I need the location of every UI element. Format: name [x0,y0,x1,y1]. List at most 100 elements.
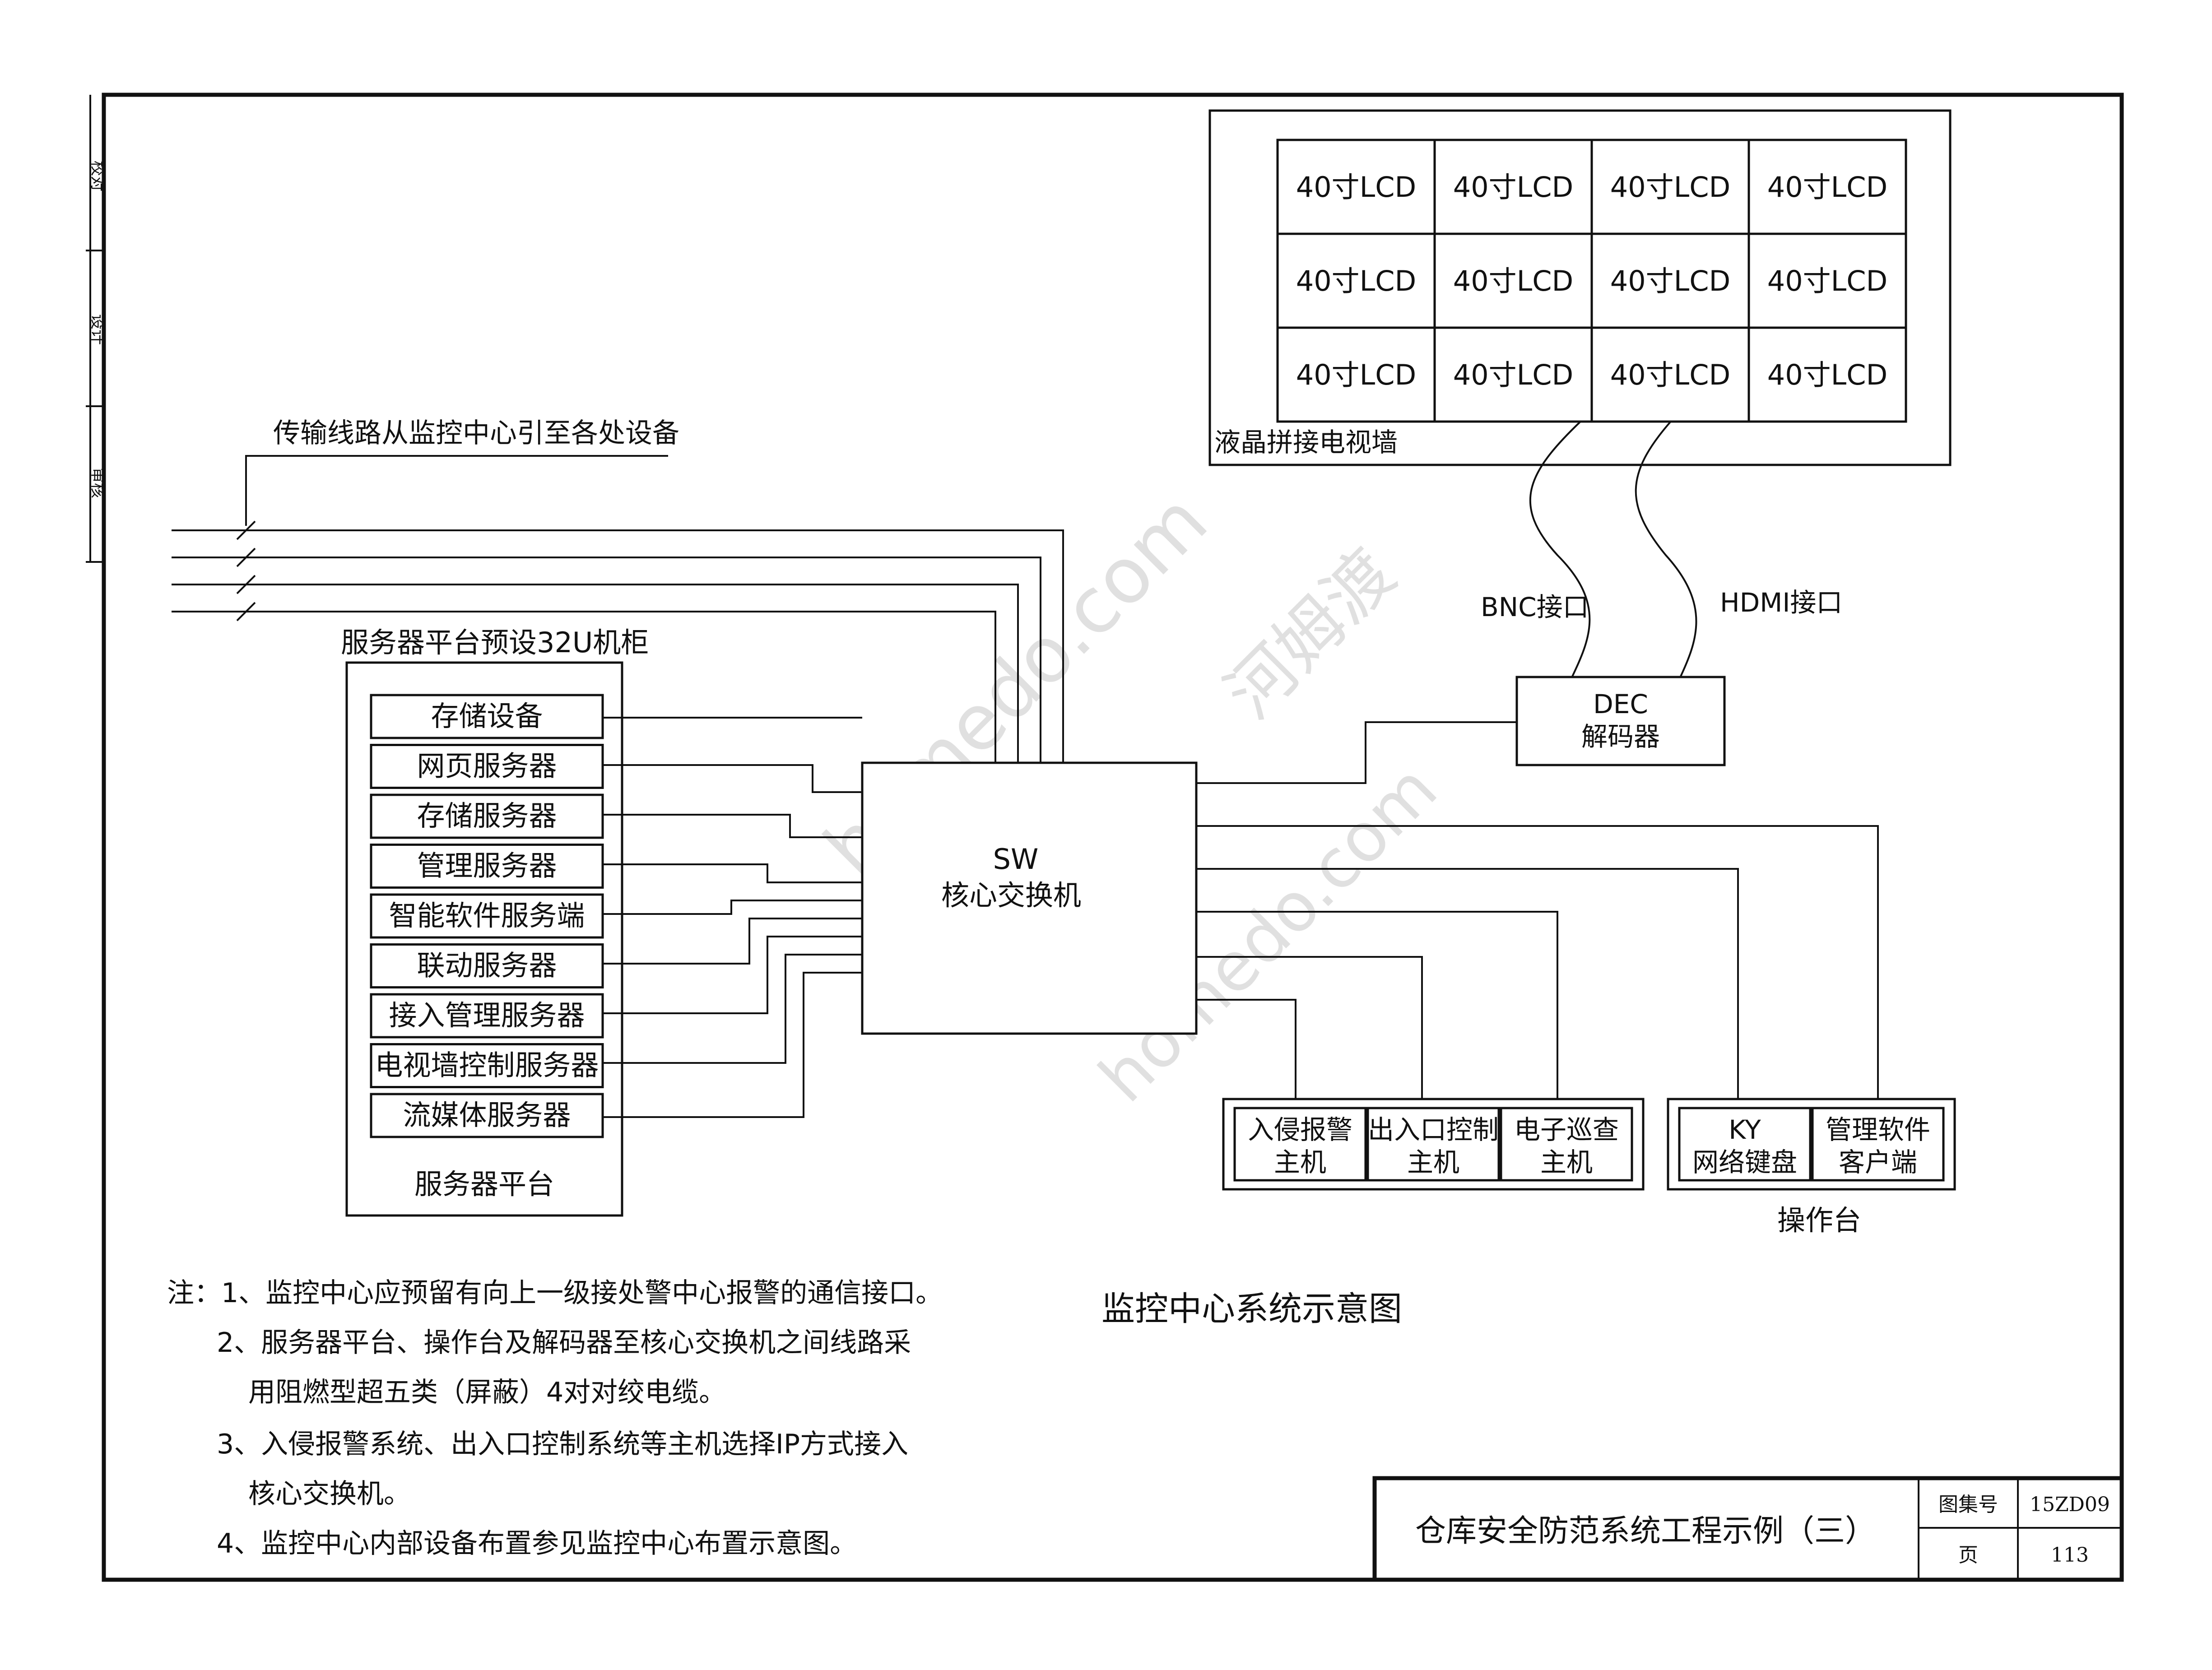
server-item [370,694,604,739]
lcd-screen-label: 40寸LCD [1610,171,1730,204]
lcd-screen [1747,232,1907,329]
margin-mark-1: 校对 [88,161,107,191]
server-item [370,943,604,988]
host-unit-type: 主机 [1407,1147,1459,1178]
decoder-code: DEC [1593,689,1648,719]
console-unit-name: KY [1729,1114,1761,1145]
lcd-screen-label: 40寸LCD [1453,358,1573,391]
server-item-label: 网页服务器 [417,750,557,783]
note-line-1: 注：1、监控中心应预留有向上一级接处警中心报警的通信接口。 [167,1277,943,1309]
title-block: 仓库安全防范系统工程示例（三） 图集号 15ZD09 页 113 [1372,1476,2124,1582]
console-unit-name: 管理软件 [1826,1114,1930,1145]
host-unit-name: 出入口控制 [1368,1114,1499,1145]
server-item-label: 存储设备 [431,700,543,733]
lcd-screen [1276,139,1436,235]
server-item-label: 接入管理服务器 [389,999,585,1032]
decoder-box [1515,676,1726,766]
title-block-title: 仓库安全防范系统工程示例（三） [1415,1513,1876,1549]
server-item [370,893,604,939]
decoder-name: 解码器 [1581,721,1660,752]
cabinet-items: 存储设备网页服务器存储服务器管理服务器智能软件服务端联动服务器接入管理服务器电视… [370,694,604,1138]
host-unit [1233,1107,1367,1182]
server-item [370,744,604,789]
atlas-number: 15ZD09 [2030,1493,2110,1516]
host-unit-type: 主机 [1274,1147,1326,1178]
lcd-screen-label: 40寸LCD [1453,264,1573,297]
lcd-screen [1590,232,1750,329]
lcd-grid: 40寸LCD 40寸LCD 40寸LCD 40寸LCD 40寸LCD 40寸LCD 40寸L… [1276,139,1907,423]
note-line-4: 3、入侵报警系统、出入口控制系统等主机选择IP方式接入 [217,1429,908,1460]
note-line-5: 核心交换机。 [248,1478,411,1510]
console-label: 操作台 [1777,1204,1861,1237]
lcd-wall-label: 液晶拼接电视墙 [1214,427,1398,458]
core-switch-box [861,761,1198,1035]
server-item [370,993,604,1039]
server-item-label: 电视墙控制服务器 [375,1049,599,1082]
note-line-2: 2、服务器平台、操作台及解码器至核心交换机之间线路采 [217,1327,911,1359]
lcd-screen-label: 40寸LCD [1296,171,1416,204]
lcd-screen [1433,139,1593,235]
notes: 注：1、监控中心应预留有向上一级接处警中心报警的通信接口。 2、服务器平台、操作… [167,1277,943,1559]
lcd-screen [1276,232,1436,329]
console-unit [1811,1107,1945,1182]
page-number: 113 [2051,1544,2089,1567]
lcd-screen-label: 40寸LCD [1767,171,1887,204]
title-block-frame [1372,1476,2124,1582]
lcd-wall: 40寸LCD 40寸LCD 40寸LCD 40寸LCD 40寸LCD 40寸LCD 40寸L… [1208,109,1952,466]
server-cabinet: 服务器平台预设32U机柜 存储设备网页服务器存储服务器管理服务器智能软件服务端联… [341,626,649,1217]
diagram-title: 监控中心系统示意图 [1101,1290,1402,1328]
lcd-screen-label: 40寸LCD [1296,358,1416,391]
transmission-label: 传输线路从监控中心引至各处设备 [273,418,679,449]
server-item-label: 智能软件服务端 [389,899,585,932]
server-item-label: 管理服务器 [417,849,557,882]
page-label: 页 [1958,1544,1978,1567]
lcd-screen [1590,139,1750,235]
margin-mark-2: 设计 [88,314,107,345]
server-switch-links [603,717,862,1118]
server-item [370,844,604,889]
server-item [370,1043,604,1088]
host-unit-name: 入侵报警 [1248,1114,1352,1145]
server-item-label: 流媒体服务器 [403,1099,571,1132]
server-item-label: 存储服务器 [417,799,557,832]
note-line-3: 用阻燃型超五类（屏蔽）4对对绞电缆。 [248,1377,726,1408]
video-cables: BNC接口 HDMI接口 [1481,421,1842,680]
hdmi-label: HDMI接口 [1720,587,1842,618]
lcd-screen-label: 40寸LCD [1453,171,1573,204]
note-line-6: 4、监控中心内部设备布置参见监控中心布置示意图。 [217,1528,857,1559]
lcd-screen [1747,326,1907,423]
margin-marks: 校对 设计 审核 [86,161,107,563]
watermark-text-3: 河姆渡 [1211,534,1410,733]
server-item [370,1093,604,1138]
host-unit-name: 电子巡查 [1514,1114,1619,1145]
atlas-label: 图集号 [1938,1493,1998,1516]
lcd-screen-label: 40寸LCD [1767,358,1887,391]
margin-mark-3: 审核 [88,468,107,498]
drawing-frame [102,93,2124,1582]
lcd-screen [1276,326,1436,423]
console-unit-type: 客户端 [1839,1147,1917,1178]
core-switch-name: 核心交换机 [941,879,1081,912]
bnc-label: BNC接口 [1481,592,1589,622]
host-unit-type: 主机 [1540,1147,1593,1178]
decoder: DEC 解码器 [1515,676,1726,766]
cabinet-title: 服务器平台预设32U机柜 [341,626,649,659]
cabinet-footer: 服务器平台 [414,1168,554,1201]
host-unit [1500,1107,1633,1182]
console-unit [1678,1107,1812,1182]
switch-outbound-links [1196,721,1879,1099]
lcd-screen-label: 40寸LCD [1296,264,1416,297]
server-item [370,793,604,839]
core-switch: SW 核心交换机 [861,761,1198,1035]
server-item-label: 联动服务器 [417,949,557,982]
lcd-screen-label: 40寸LCD [1767,264,1887,297]
lcd-screen-label: 40寸LCD [1610,358,1730,391]
lcd-screen [1433,232,1593,329]
lcd-screen-label: 40寸LCD [1610,264,1730,297]
console-unit-type: 网络键盘 [1692,1147,1797,1178]
